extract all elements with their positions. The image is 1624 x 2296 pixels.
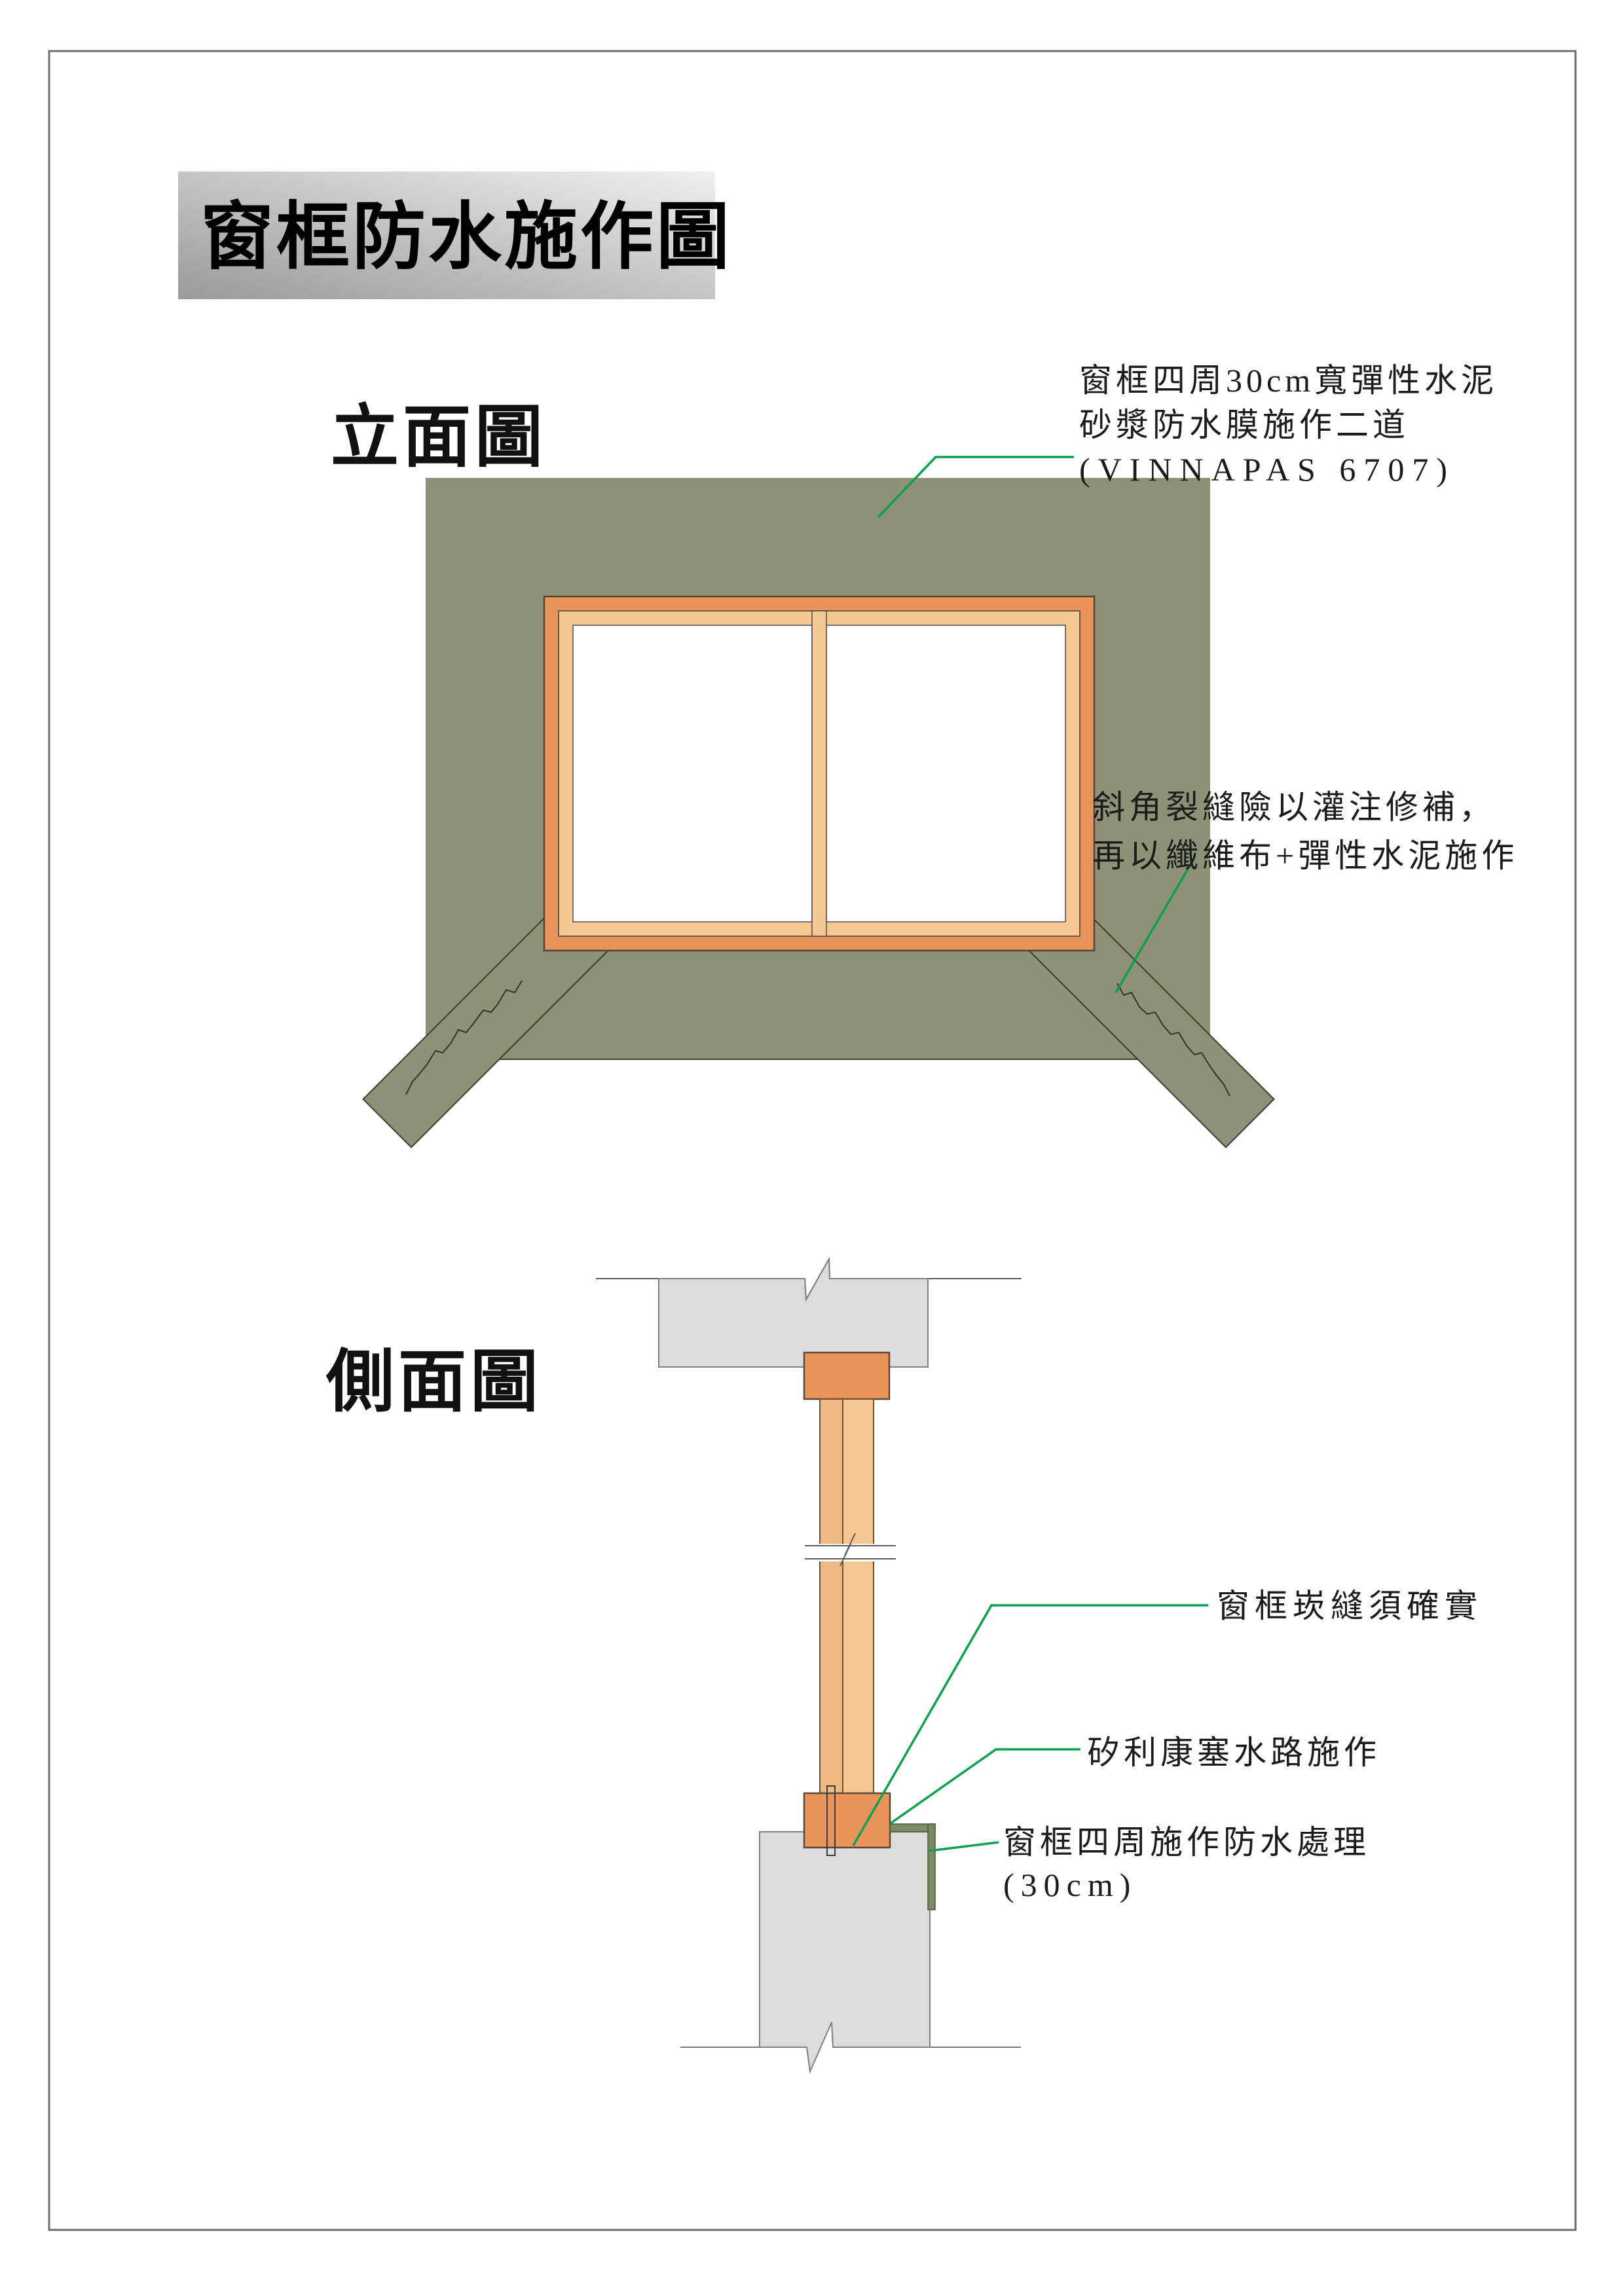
- window-sill-block: [803, 1792, 891, 1849]
- frame-column-right: [842, 1398, 874, 1794]
- elevation-view: 立面圖 窗框四周30cm寬彈性水泥 砂漿防水膜施作二道 (VINNAPAS: [331, 362, 1518, 1148]
- lower-slab: [759, 1831, 931, 2074]
- frame-anchor-bar: [826, 1785, 836, 1856]
- note-crack-line2: 再以纖維布+彈性水泥施作: [1092, 837, 1518, 874]
- note-waterproof: 窗框四周施作防水處理 (30cm): [1003, 1824, 1370, 1903]
- title-banner-background: [178, 172, 715, 299]
- left-crack-line: [405, 980, 523, 1095]
- note-crack-line1: 斜角裂縫險以灌注修補，: [1092, 789, 1496, 826]
- section-view: 側面圖: [325, 1256, 1483, 2074]
- leader-gap: [852, 1604, 1208, 1846]
- leader-silicone: [889, 1748, 1080, 1825]
- page-title: 窗框防水施作圖: [200, 196, 732, 278]
- window-mullion: [811, 610, 827, 937]
- title-banner: 窗框防水施作圖: [178, 172, 732, 299]
- elevation-window: [543, 595, 1096, 952]
- window-glass-left: [572, 625, 813, 922]
- section-label: 側面圖: [325, 1344, 542, 1420]
- note-membrane-line1: 窗框四周30cm寬彈性水泥: [1079, 362, 1498, 399]
- note-waterproof-line2: (30cm): [1003, 1867, 1137, 1903]
- elevation-label: 立面圖: [331, 399, 547, 475]
- upper-slab: [658, 1256, 929, 1368]
- window-head-block: [803, 1351, 891, 1400]
- column-break-symbol: [805, 1533, 896, 1567]
- window-glass-right: [826, 625, 1066, 922]
- frame-column-left: [819, 1398, 843, 1794]
- page-border: [48, 50, 1577, 2231]
- note-membrane-line2: 砂漿防水膜施作二道: [1079, 407, 1409, 443]
- note-membrane: 窗框四周30cm寬彈性水泥 砂漿防水膜施作二道 (VINNAPAS 6707): [1079, 362, 1498, 488]
- note-waterproof-line1: 窗框四周施作防水處理: [1003, 1824, 1370, 1861]
- leader-waterproof: [929, 1841, 999, 1852]
- note-silicone: 矽利康塞水路施作: [1087, 1734, 1380, 1771]
- leader-membrane: [877, 456, 1074, 519]
- right-crack-line: [1116, 983, 1230, 1097]
- leader-crack: [1115, 855, 1197, 993]
- waterproofing-strip: [889, 1823, 936, 1910]
- note-crack: 斜角裂縫險以灌注修補， 再以纖維布+彈性水泥施作: [1092, 789, 1518, 874]
- note-membrane-line3: (VINNAPAS 6707): [1079, 451, 1455, 488]
- note-gap: 窗框崁縫須確實: [1217, 1588, 1483, 1624]
